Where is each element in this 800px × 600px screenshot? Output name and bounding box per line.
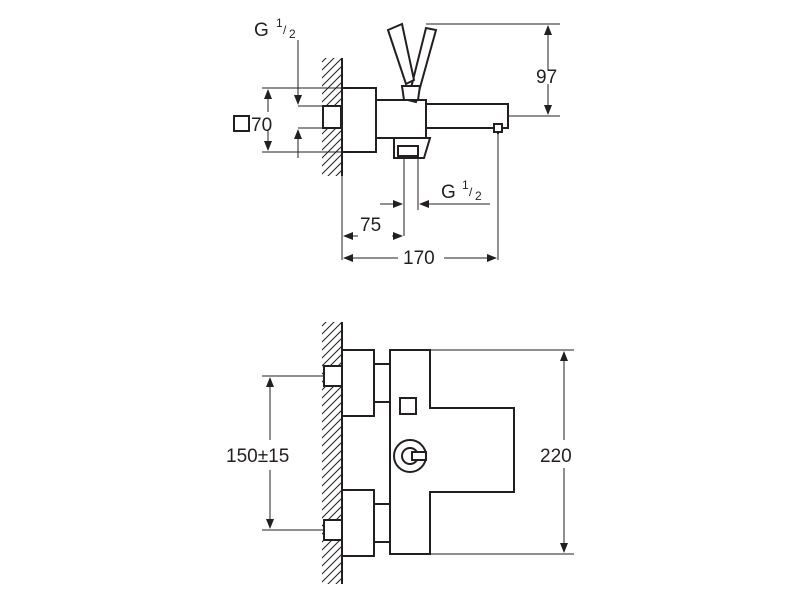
thread-top-den: 2 (289, 27, 296, 41)
thread-top-label: G (254, 20, 269, 41)
dim-170-label: 170 (403, 248, 435, 269)
spout (425, 103, 509, 129)
upper-nut (373, 363, 391, 403)
mixer-body-front (389, 349, 515, 555)
lower-nut (373, 503, 391, 543)
side-view: 97 70 G 1 / 2 G 1 / 2 75 170 (233, 16, 560, 269)
dim-150-label: 150±15 (226, 446, 289, 467)
handle-lever (406, 26, 438, 104)
mixer-body-side (375, 99, 427, 139)
diverter-pin (411, 451, 427, 461)
dim-220-label: 220 (540, 446, 572, 467)
wall-hatch-bottom (322, 322, 342, 584)
lower-connector (323, 519, 343, 541)
thread-bottom-slash: / (469, 185, 473, 199)
wall-connector-top (322, 105, 342, 129)
thread-top-num: 1 (276, 16, 283, 30)
handle-top (386, 22, 416, 86)
diverter-knob (397, 145, 419, 157)
lower-escutcheon (341, 489, 375, 557)
escutcheon-top (341, 87, 377, 153)
thread-bottom-label: G (441, 182, 456, 203)
body-square-mark (399, 397, 417, 415)
thread-top-slash: / (283, 23, 287, 37)
thread-bottom-num: 1 (462, 178, 469, 192)
square-symbol (233, 115, 250, 132)
upper-connector (323, 365, 343, 387)
front-view: 150±15 220 (226, 322, 574, 584)
spout-aerator (493, 123, 503, 133)
thread-bottom-den: 2 (475, 189, 482, 203)
dim-97-label: 97 (536, 67, 557, 88)
upper-escutcheon (341, 349, 375, 417)
dim-75-label: 75 (360, 215, 381, 236)
dim-70-label: 70 (251, 115, 272, 136)
handle-base (400, 85, 422, 101)
